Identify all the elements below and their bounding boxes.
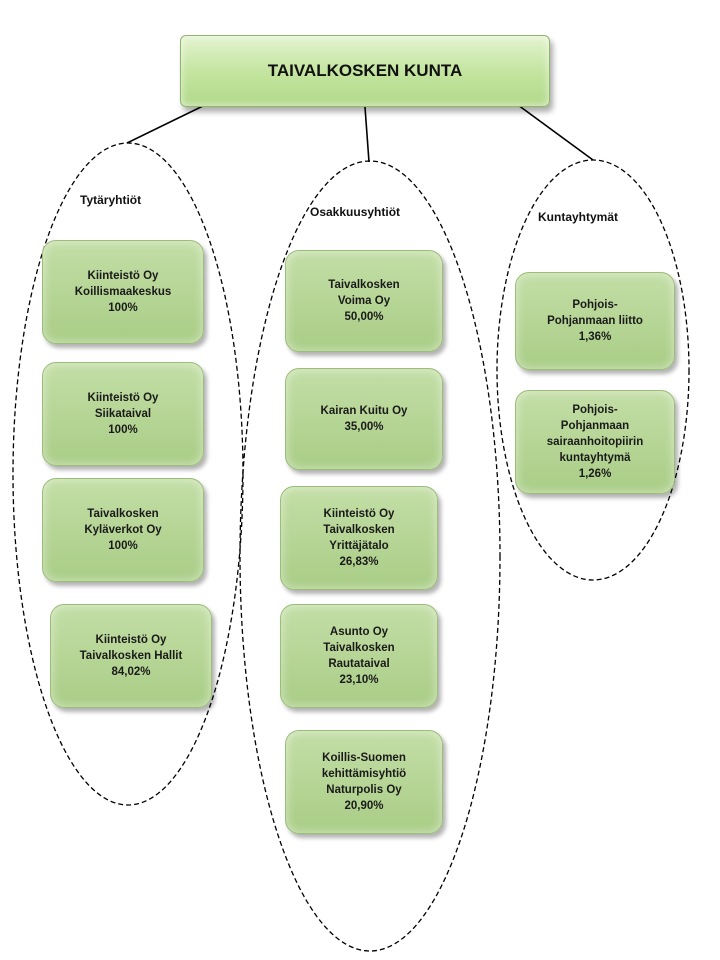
group-ellipse-osakkuusyhtiot bbox=[239, 160, 501, 952]
connector-line-left bbox=[126, 104, 206, 144]
org-node-label: Taivalkosken Voima Oy 50,00% bbox=[328, 279, 400, 323]
org-node-kylaverkot: Taivalkosken Kyläverkot Oy 100% bbox=[42, 478, 204, 582]
org-node-hallit: Kiinteistö Oy Taivalkosken Hallit 84,02% bbox=[50, 604, 212, 708]
group-label-kuntayhtymat: Kuntayhtymät bbox=[538, 210, 619, 224]
org-node-label: Kairan Kuitu Oy 35,00% bbox=[320, 405, 408, 433]
org-node-label: Kiinteistö Oy Taivalkosken Hallit 84,02% bbox=[79, 634, 183, 678]
org-node-label: Pohjois- Pohjanmaan sairaanhoitopiirin k… bbox=[546, 404, 644, 480]
org-node-kairan-kuitu: Kairan Kuitu Oy 35,00% bbox=[285, 368, 443, 470]
org-node-sairaanhoitopiiri: Pohjois- Pohjanmaan sairaanhoitopiirin k… bbox=[515, 390, 675, 494]
group-ellipse-tytaryhtiot bbox=[12, 142, 244, 806]
connector-line-middle bbox=[364, 106, 370, 163]
group-ellipse-kuntayhtymat bbox=[496, 159, 690, 581]
connector-line-right bbox=[517, 104, 594, 161]
group-label-tytaryhtiot: Tytäryhtiöt bbox=[80, 193, 142, 207]
org-node-yrittajatalo: Kiinteistö Oy Taivalkosken Yrittäjätalo … bbox=[280, 486, 438, 590]
org-node-label: Koillis-Suomen kehittämisyhtiö Naturpoli… bbox=[321, 752, 407, 812]
org-node-label: Taivalkosken Kyläverkot Oy 100% bbox=[84, 508, 162, 552]
root-node: TAIVALKOSKEN KUNTA bbox=[180, 35, 550, 107]
group-label-osakkuusyhtiot: Osakkuusyhtiöt bbox=[310, 205, 401, 219]
org-node-label: Pohjois- Pohjanmaan liitto 1,36% bbox=[547, 299, 643, 343]
org-node-koillismaakeskus: Kiinteistö Oy Koillismaakeskus 100% bbox=[42, 240, 204, 344]
root-label: TAIVALKOSKEN KUNTA bbox=[267, 61, 463, 80]
org-node-siikataival: Kiinteistö Oy Siikataival 100% bbox=[42, 362, 204, 466]
org-node-naturpolis: Koillis-Suomen kehittämisyhtiö Naturpoli… bbox=[285, 730, 443, 834]
org-node-rautataival: Asunto Oy Taivalkosken Rautataival 23,10… bbox=[280, 604, 438, 708]
org-node-label: Asunto Oy Taivalkosken Rautataival 23,10… bbox=[323, 626, 395, 686]
org-node-pohjois-pohjanmaan-liitto: Pohjois- Pohjanmaan liitto 1,36% bbox=[515, 272, 675, 370]
org-node-label: Kiinteistö Oy Siikataival 100% bbox=[87, 392, 159, 436]
org-node-label: Kiinteistö Oy Taivalkosken Yrittäjätalo … bbox=[323, 508, 395, 568]
org-node-label: Kiinteistö Oy Koillismaakeskus 100% bbox=[74, 270, 172, 314]
org-node-voima: Taivalkosken Voima Oy 50,00% bbox=[285, 250, 443, 352]
